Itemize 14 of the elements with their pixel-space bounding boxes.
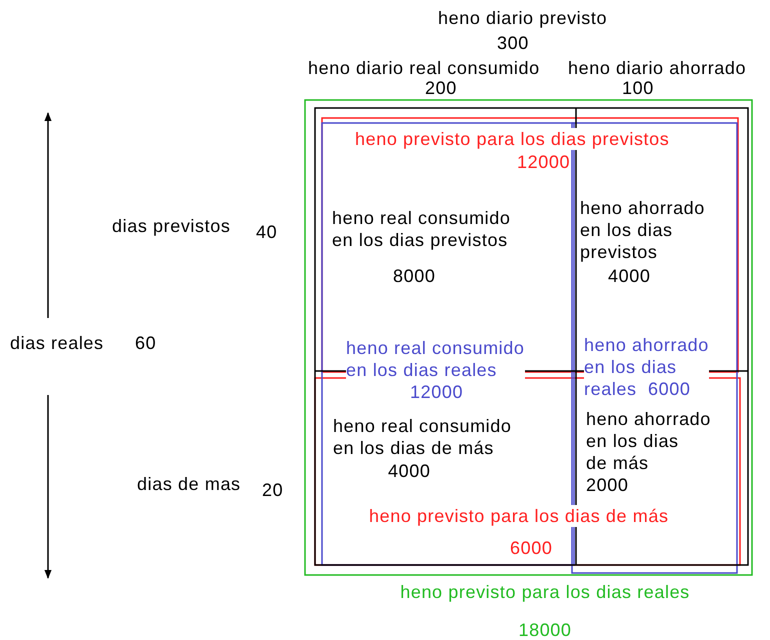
value-label: 100 <box>622 78 654 98</box>
value-label: 60 <box>135 333 156 353</box>
region-label: heno previsto para los dias de más <box>369 505 669 527</box>
quantity-label: dias reales <box>10 333 104 353</box>
quantity-label: dias de mas <box>137 474 241 494</box>
quantity-label: heno diario previsto <box>438 8 608 28</box>
quantity-label: dias previstos <box>112 216 230 236</box>
value-label: 20 <box>262 480 284 500</box>
value-label: 40 <box>256 222 278 242</box>
value-label: 300 <box>497 33 529 53</box>
region-label: heno previsto para los dias previstos <box>355 128 670 150</box>
quantity-label: heno diario real consumido <box>308 58 540 78</box>
value-label: 200 <box>425 78 457 98</box>
quantity-label: heno diario ahorrado <box>568 58 746 78</box>
